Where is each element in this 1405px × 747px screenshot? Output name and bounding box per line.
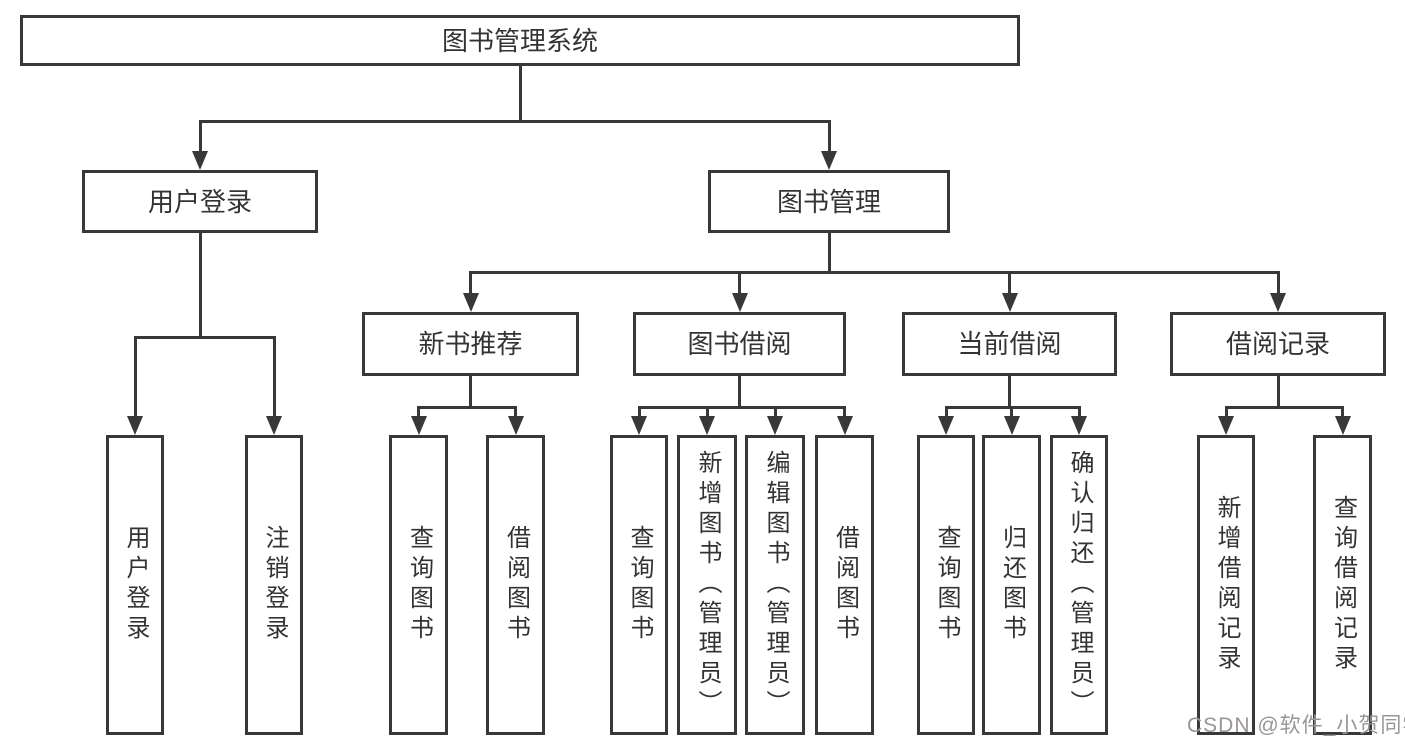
arrow-down-icon [821, 151, 837, 170]
arrow-down-icon [410, 416, 427, 435]
node-leaf-borrow-book-2: 借阅图书 [815, 435, 874, 735]
node-leaf-query-borrow-record: 查询借阅记录 [1313, 435, 1372, 735]
arrow-down-icon [266, 416, 282, 435]
arrow-down-icon [1218, 416, 1234, 435]
node-label: 借阅图书 [502, 525, 530, 645]
arrow-down-icon [1270, 293, 1286, 312]
node-label: 图书管理 [776, 186, 881, 217]
node-label: 查询图书 [933, 525, 960, 645]
node-label: 编辑图书（管理员） [762, 450, 789, 720]
node-label: 查询借阅记录 [1329, 495, 1357, 675]
node-label: 新增图书（管理员） [694, 450, 721, 720]
connector-line [198, 233, 202, 336]
node-book-borrow: 图书借阅 [633, 312, 846, 376]
node-leaf-query-book-2: 查询图书 [610, 435, 668, 735]
node-label: 注销登录 [261, 525, 288, 645]
node-label: 归还图书 [998, 525, 1026, 645]
node-label: 确认归还（管理员） [1066, 450, 1093, 720]
connector-line [514, 406, 517, 419]
connector-line [133, 336, 137, 419]
arrow-down-icon [699, 416, 715, 435]
node-label: 查询图书 [405, 525, 433, 645]
node-current-borrow: 当前借阅 [902, 312, 1117, 376]
connector-line [944, 406, 948, 419]
arrow-down-icon [1334, 416, 1351, 435]
node-leaf-add-book: 新增图书（管理员） [677, 435, 737, 735]
node-leaf-edit-book: 编辑图书（管理员） [745, 435, 805, 735]
node-label: 用户登录 [122, 525, 149, 645]
connector-line [827, 233, 831, 271]
connector-line [1224, 406, 1228, 419]
connector-line [1077, 406, 1081, 419]
connector-line [469, 271, 472, 296]
connector-line [518, 66, 522, 120]
connector-line [198, 120, 202, 154]
connector-line [272, 336, 276, 419]
node-leaf-add-borrow-record: 新增借阅记录 [1197, 435, 1255, 735]
node-leaf-confirm-return: 确认归还（管理员） [1050, 435, 1108, 735]
node-leaf-query-book-1: 查询图书 [389, 435, 448, 735]
connector-line [198, 120, 831, 123]
node-new-book-rec: 新书推荐 [362, 312, 579, 376]
node-leaf-return-book: 归还图书 [982, 435, 1041, 735]
connector-line [773, 406, 777, 419]
node-leaf-borrow-book-1: 借阅图书 [486, 435, 545, 735]
arrow-down-icon [1001, 293, 1018, 312]
connector-line [1276, 271, 1280, 296]
node-borrow-records: 借阅记录 [1170, 312, 1386, 376]
node-label: 借阅记录 [1225, 329, 1330, 359]
arrow-down-icon [1003, 416, 1020, 435]
connector-line [417, 406, 420, 419]
node-book-mgmt: 图书管理 [708, 170, 950, 233]
connector-line [1341, 406, 1344, 419]
arrow-down-icon [631, 416, 647, 435]
arrow-down-icon [1071, 416, 1087, 435]
node-label: 用户登录 [147, 186, 252, 217]
node-leaf-query-book-3: 查询图书 [917, 435, 975, 735]
node-leaf-user-login: 用户登录 [106, 435, 164, 735]
connector-line [827, 120, 831, 154]
connector-line [637, 406, 846, 409]
node-label: 新增借阅记录 [1213, 495, 1240, 675]
watermark: CSDN @软件_小贺同学 [1187, 714, 1405, 737]
node-user-login: 用户登录 [82, 170, 318, 233]
connector-line [133, 336, 276, 339]
node-root: 图书管理系统 [20, 15, 1020, 66]
connector-line [417, 406, 517, 409]
connector-line [705, 406, 709, 419]
node-label: 图书借阅 [687, 329, 792, 359]
arrow-down-icon [507, 416, 524, 435]
connector-line [1276, 376, 1280, 406]
arrow-down-icon [836, 416, 853, 435]
connector-line [1008, 376, 1011, 406]
node-label: 借阅图书 [831, 525, 859, 645]
node-label: 新书推荐 [418, 329, 523, 359]
arrow-down-icon [462, 293, 479, 312]
connector-line [1010, 406, 1013, 419]
connector-line [1008, 271, 1011, 296]
node-leaf-logout: 注销登录 [245, 435, 303, 735]
node-label: 图书管理系统 [441, 25, 598, 56]
connector-line [1224, 406, 1344, 409]
connector-line [469, 376, 472, 406]
node-label: 当前借阅 [957, 329, 1062, 359]
arrow-down-icon [731, 293, 748, 312]
connector-line [637, 406, 641, 419]
connector-line [469, 271, 1280, 274]
connector-line [843, 406, 846, 419]
connector-line [738, 376, 741, 406]
node-label: 查询图书 [626, 525, 653, 645]
arrow-down-icon [127, 416, 143, 435]
arrow-down-icon [192, 151, 208, 170]
connector-line [738, 271, 741, 296]
arrow-down-icon [767, 416, 783, 435]
arrow-down-icon [938, 416, 954, 435]
